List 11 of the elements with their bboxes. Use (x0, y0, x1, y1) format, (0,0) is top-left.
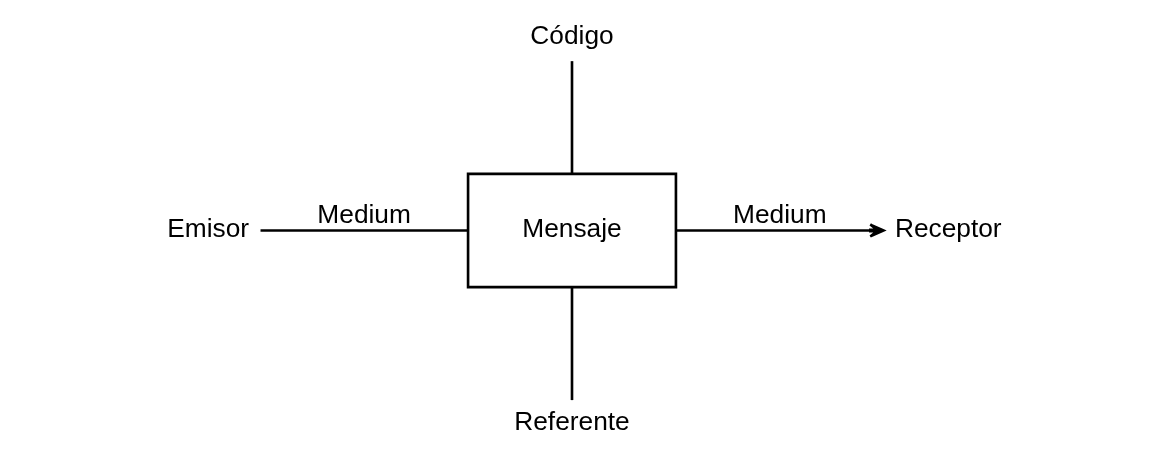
node-text: Receptor (894, 213, 1002, 244)
connector (260, 229, 468, 232)
connector (570, 61, 574, 174)
arrow (676, 223, 885, 238)
node-box: Mensaje (466, 172, 678, 289)
edge-label: Medium (317, 198, 411, 229)
node-text: Emisor (167, 213, 250, 244)
node-text: Código (530, 19, 614, 50)
node-text: Referente (514, 406, 630, 437)
edge-label: Medium (733, 198, 827, 229)
connector (570, 287, 574, 401)
